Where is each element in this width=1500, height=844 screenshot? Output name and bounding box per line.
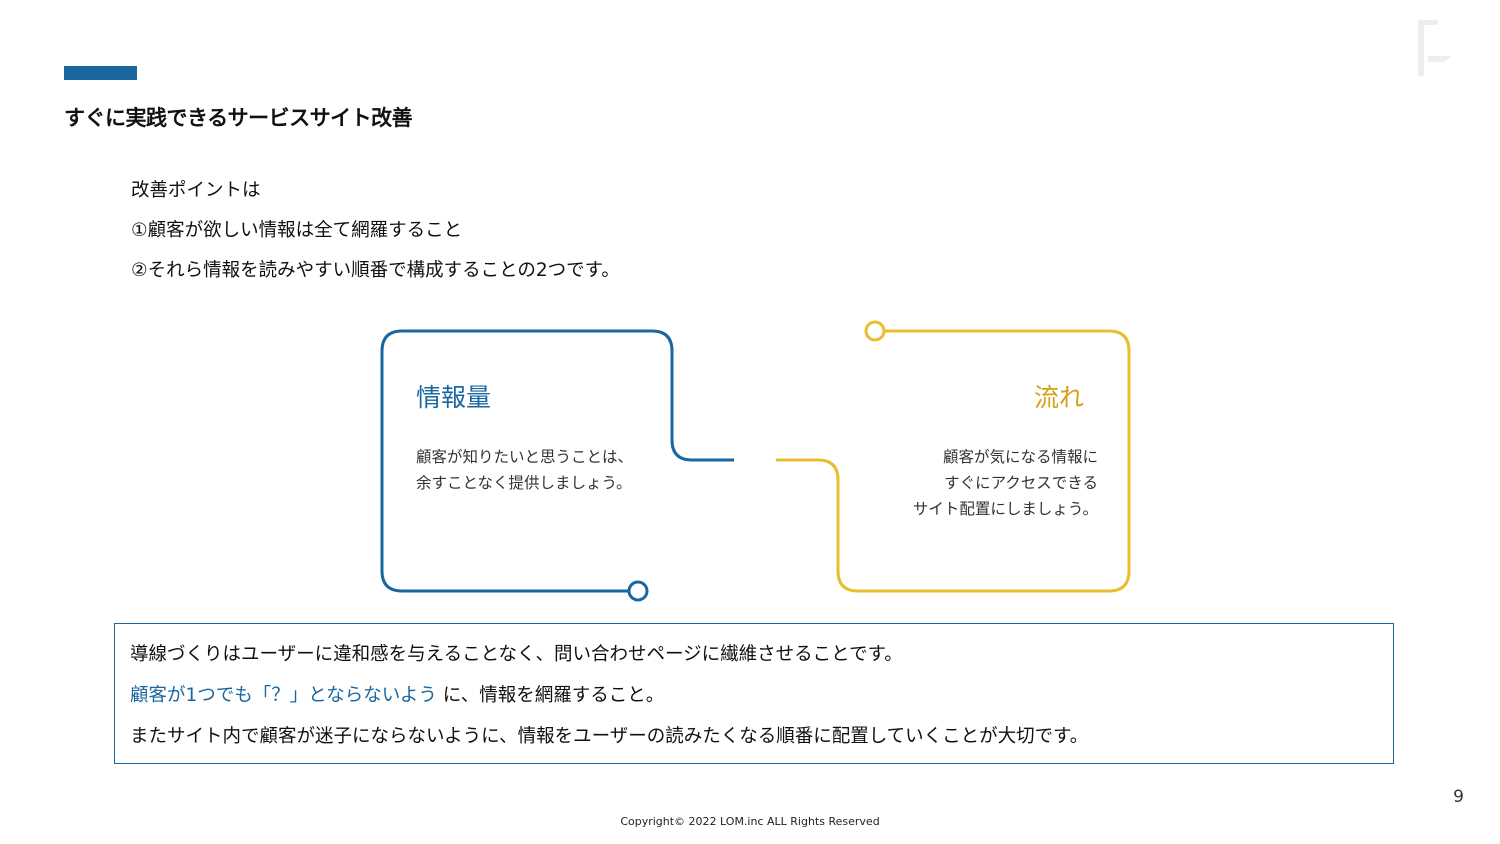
right-card-body-line-3: サイト配置にしましょう。 bbox=[912, 500, 1098, 518]
left-card-body-line-1: 顧客が知りたいと思うことは、 bbox=[416, 448, 634, 466]
left-card-end-node bbox=[627, 580, 649, 602]
intro-line-3: ②それら情報を読みやすい順番で構成することの2つです。 bbox=[131, 260, 620, 281]
intro-line-1: 改善ポイントは bbox=[131, 180, 261, 201]
accent-bar bbox=[64, 66, 137, 80]
summary-line-3: またサイト内で顧客が迷子にならないように、情報をユーザーの読みたくなる順番に配置… bbox=[130, 726, 1089, 747]
summary-highlight: 顧客が1つでも「？」とならないよう bbox=[130, 685, 437, 706]
intro-text: 改善ポイントは ①顧客が欲しい情報は全て網羅すること ②それら情報を読みやすい順… bbox=[131, 171, 620, 291]
right-card-outline bbox=[776, 329, 1131, 593]
logo-mark bbox=[1418, 20, 1452, 76]
left-card-title: 情報量 bbox=[416, 383, 492, 412]
summary-line-2: 顧客が1つでも「？」とならないよう に、情報を網羅すること。 bbox=[130, 675, 1393, 716]
copyright: Copyright© 2022 LOM.inc ALL Rights Reser… bbox=[620, 815, 880, 828]
page-number: 9 bbox=[1453, 787, 1464, 807]
summary-box: 導線づくりはユーザーに違和感を与えることなく、問い合わせページに繊維させることで… bbox=[114, 623, 1394, 764]
summary-line-1: 導線づくりはユーザーに違和感を与えることなく、問い合わせページに繊維させることで… bbox=[130, 644, 903, 665]
summary-line-2-rest: に、情報を網羅すること。 bbox=[442, 685, 665, 706]
right-card-body-line-1: 顧客が気になる情報に bbox=[942, 448, 1098, 466]
right-card-title: 流れ bbox=[1033, 383, 1084, 412]
left-card-body-line-2: 余すことなく提供しましょう。 bbox=[416, 474, 632, 492]
right-card-start-node bbox=[864, 320, 886, 342]
intro-line-2: ①顧客が欲しい情報は全て網羅すること bbox=[131, 220, 463, 241]
left-card-body: 顧客が知りたいと思うことは、 余すことなく提供しましょう。 bbox=[416, 444, 633, 496]
right-card-body: 顧客が気になる情報に すぐにアクセスできる サイト配置にしましょう。 bbox=[913, 444, 1098, 522]
page-title: すぐに実践できるサービスサイト改善 bbox=[64, 106, 413, 130]
right-card-body-line-2: すぐにアクセスできる bbox=[944, 474, 1098, 492]
left-card-outline bbox=[380, 329, 734, 593]
